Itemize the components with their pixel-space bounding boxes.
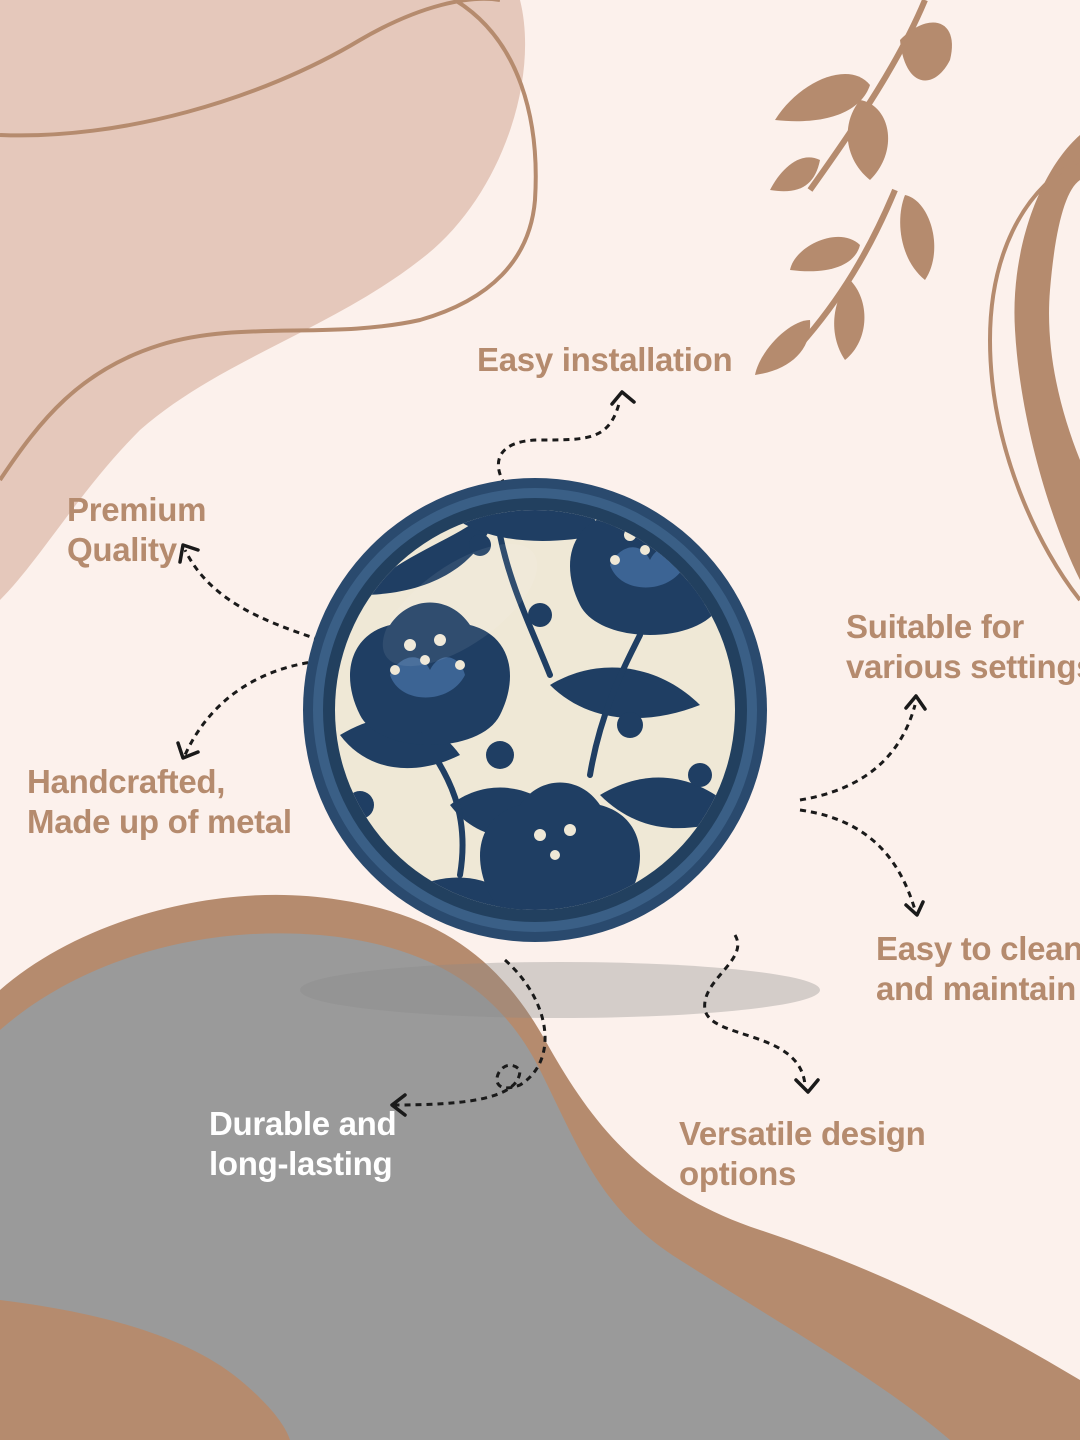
arrow-durable <box>394 958 547 1107</box>
leaf-branch-icon <box>755 0 952 375</box>
feature-handcrafted-metal: Handcrafted, Made up of metal <box>27 762 292 842</box>
plate-flower-left <box>350 602 510 745</box>
feature-premium-quality: Premium Quality <box>67 490 206 570</box>
feature-durable-line-2: long-lasting <box>209 1145 393 1182</box>
feature-premium-quality-line-2: Quality <box>67 531 177 568</box>
feature-suitable-for-settings: Suitable for various settings <box>846 607 1080 687</box>
feature-suitable-line-2: various settings <box>846 648 1080 685</box>
feature-handcrafted-line-2: Made up of metal <box>27 803 292 840</box>
feature-easy-installation: Easy installation <box>477 340 733 380</box>
feature-versatile-line-2: options <box>679 1155 797 1192</box>
dotted-arrows <box>183 399 917 1107</box>
feature-easy-installation-line-1: Easy installation <box>477 341 733 378</box>
feature-easy-clean-line-1: Easy to clean <box>876 930 1080 967</box>
feature-versatile-line-1: Versatile design <box>679 1115 926 1152</box>
feature-durable: Durable and long-lasting <box>209 1104 397 1184</box>
floral-plate-icon <box>300 475 770 945</box>
arrow-easy-clean <box>799 808 917 911</box>
arrow-premium-quality <box>183 549 321 642</box>
feature-suitable-line-1: Suitable for <box>846 608 1024 645</box>
feature-easy-to-clean: Easy to clean and maintain <box>876 929 1080 1009</box>
feature-versatile-design: Versatile design options <box>679 1114 926 1194</box>
feature-premium-quality-line-1: Premium <box>67 491 207 528</box>
bottom-gray-blob <box>0 933 950 1440</box>
arrow-suitable <box>799 704 917 802</box>
right-arc-line <box>987 158 1080 602</box>
arrow-handcrafted <box>183 658 331 756</box>
feature-durable-line-1: Durable and <box>209 1105 397 1142</box>
feature-easy-clean-line-2: and maintain <box>876 970 1076 1007</box>
feature-handcrafted-line-1: Handcrafted, <box>27 763 226 800</box>
top-left-pink-blob <box>0 0 526 600</box>
arrow-heads <box>176 390 927 1117</box>
arrow-easy-installation <box>496 399 622 486</box>
plate-shadow <box>300 962 820 1018</box>
arrow-versatile <box>703 934 807 1086</box>
plate-flower-bottom <box>480 782 640 910</box>
top-left-curve-line-2 <box>0 0 538 482</box>
right-arc-thick <box>1014 135 1080 580</box>
bottom-left-tan-piece <box>0 1300 290 1440</box>
